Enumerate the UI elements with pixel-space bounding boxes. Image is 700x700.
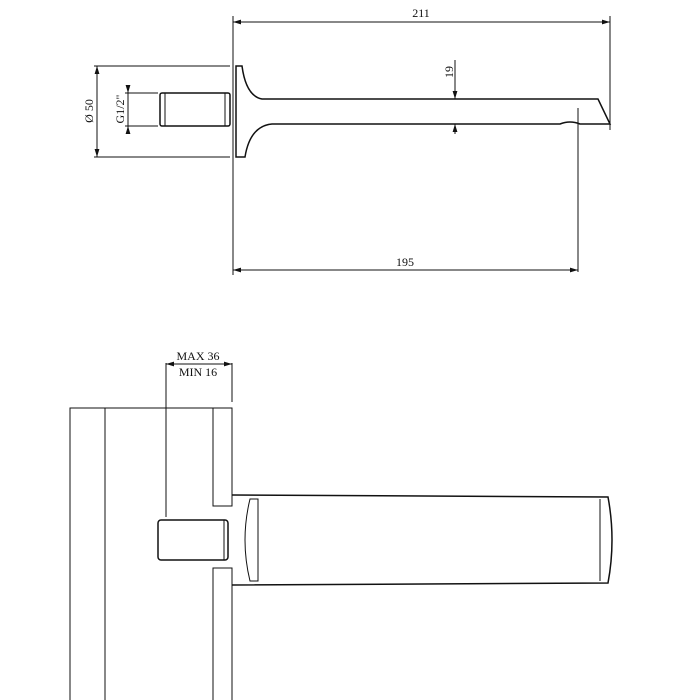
dimension-19-label: 19 <box>442 66 456 78</box>
wall-max-label: MAX 36 <box>176 349 219 363</box>
dimension-thread-label: G1/2" <box>113 94 127 123</box>
spout-flange <box>244 498 259 582</box>
wall-min-label: MIN 16 <box>179 365 217 379</box>
spout-side-outline <box>231 494 613 586</box>
wall-hatch-right-top <box>212 407 233 507</box>
spout-outline <box>235 65 612 158</box>
side-view: MAX 36 MIN 16 <box>69 349 613 700</box>
top-view: 211 Ø 50 G1/2" 19 195 <box>82 6 612 275</box>
dimension-211-label: 211 <box>412 6 430 20</box>
dimension-195-label: 195 <box>396 255 414 269</box>
wall-hatch-right-bottom <box>212 567 233 700</box>
side-nipple <box>157 519 229 561</box>
dimension-diameter-label: Ø 50 <box>82 99 96 123</box>
wall-hatch-left <box>69 407 106 700</box>
threaded-nipple <box>159 92 231 127</box>
